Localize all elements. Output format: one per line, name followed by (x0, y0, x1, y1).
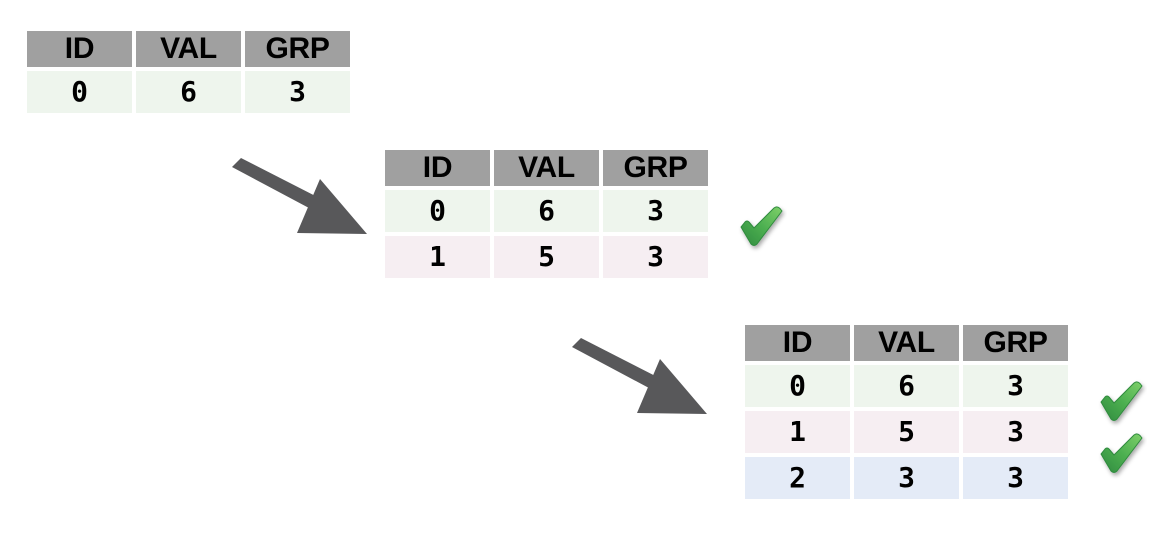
table-step-3: ID VAL GRP 0 6 3 1 5 3 2 3 3 (741, 321, 1072, 503)
table-step-2: ID VAL GRP 0 6 3 1 5 3 (381, 146, 712, 282)
table-step-1: ID VAL GRP 0 6 3 (23, 27, 354, 117)
cell-grp: 3 (603, 190, 708, 232)
column-header-val: VAL (136, 31, 241, 67)
checkmark-table-3-row-0 (1100, 381, 1143, 421)
table-header-row: ID VAL GRP (27, 31, 350, 67)
cell-id: 2 (745, 457, 850, 499)
table-row: 0 6 3 (745, 365, 1068, 407)
table-row: 0 6 3 (385, 190, 708, 232)
checkmark-table-3-row-1 (1100, 433, 1143, 473)
table-row: 0 6 3 (27, 71, 350, 113)
cell-grp: 3 (963, 411, 1068, 453)
cell-val: 6 (494, 190, 599, 232)
cell-grp: 3 (245, 71, 350, 113)
cell-grp: 3 (963, 365, 1068, 407)
arrow-step-1-to-2 (232, 158, 367, 234)
cell-grp: 3 (603, 236, 708, 278)
table-header-row: ID VAL GRP (385, 150, 708, 186)
table-row: 1 5 3 (745, 411, 1068, 453)
cell-id: 0 (27, 71, 132, 113)
cell-val: 5 (854, 411, 959, 453)
cell-val: 5 (494, 236, 599, 278)
table-row: 1 5 3 (385, 236, 708, 278)
cell-grp: 3 (963, 457, 1068, 499)
checkmark-table-2-row-0 (740, 206, 783, 246)
cell-id: 0 (385, 190, 490, 232)
column-header-val: VAL (494, 150, 599, 186)
cell-id: 1 (385, 236, 490, 278)
column-header-id: ID (745, 325, 850, 361)
column-header-id: ID (385, 150, 490, 186)
arrow-step-2-to-3 (572, 338, 707, 414)
column-header-grp: GRP (245, 31, 350, 67)
cell-val: 6 (854, 365, 959, 407)
column-header-grp: GRP (963, 325, 1068, 361)
table-header-row: ID VAL GRP (745, 325, 1068, 361)
column-header-val: VAL (854, 325, 959, 361)
column-header-grp: GRP (603, 150, 708, 186)
cell-val: 6 (136, 71, 241, 113)
table-row: 2 3 3 (745, 457, 1068, 499)
column-header-id: ID (27, 31, 132, 67)
cell-id: 0 (745, 365, 850, 407)
cell-id: 1 (745, 411, 850, 453)
cell-val: 3 (854, 457, 959, 499)
